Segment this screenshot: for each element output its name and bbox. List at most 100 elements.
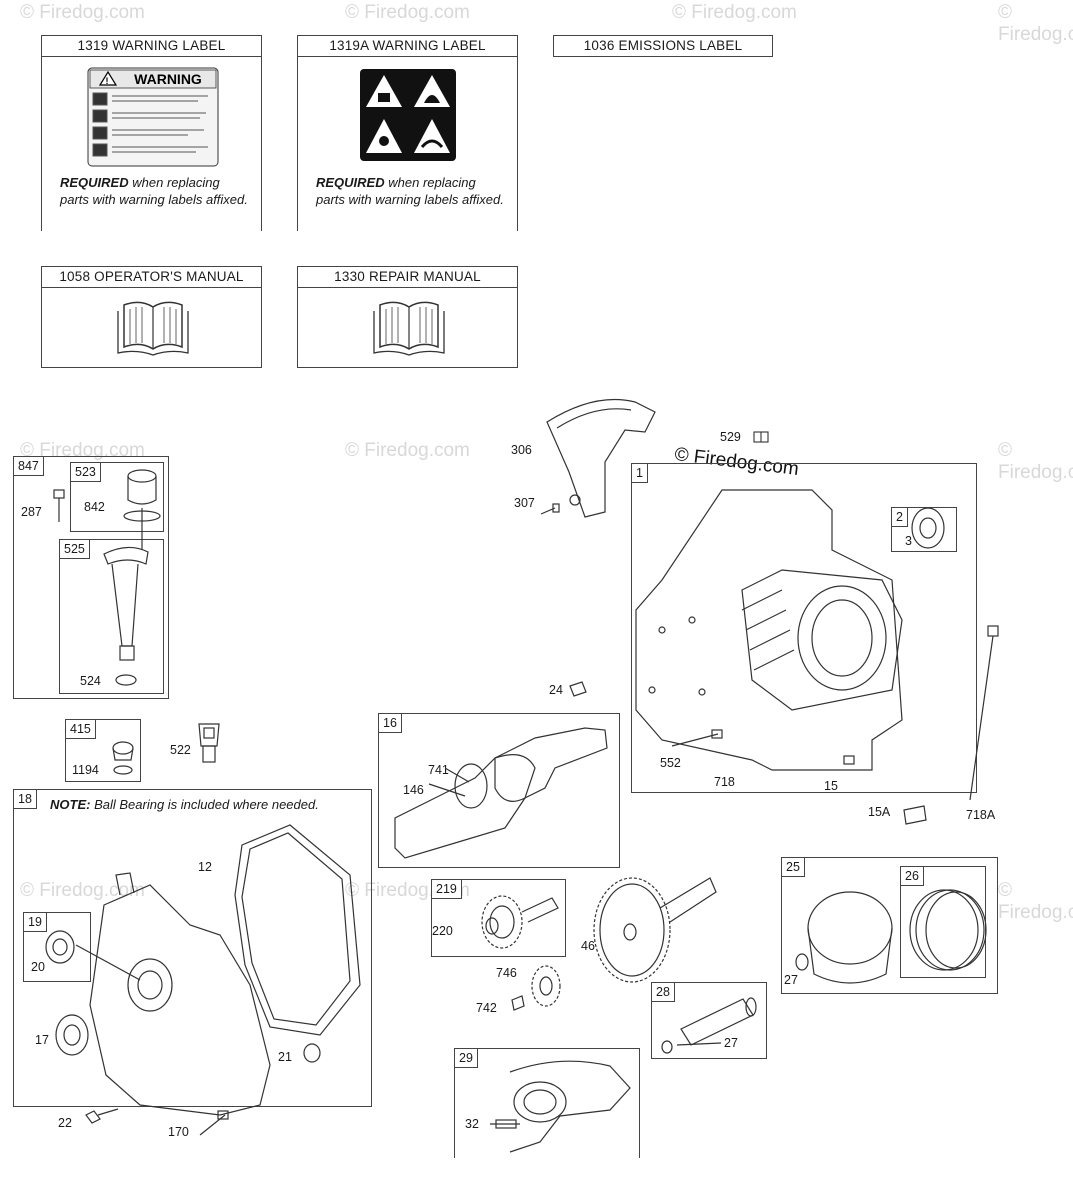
watermark: © Firedog.com [998, 880, 1073, 923]
part-306-label: 306 [511, 443, 532, 457]
part-718-label: 718 [714, 775, 735, 789]
warning-label-1319-note: REQUIRED when replacing parts with warni… [60, 174, 250, 208]
group-28-box [651, 982, 767, 1059]
piston-pin-illustration [661, 997, 757, 1054]
svg-text:!: ! [106, 76, 109, 86]
part-27-pin-label: 27 [724, 1036, 738, 1050]
watermark: © Firedog.com [998, 2, 1073, 45]
part-21-label: 21 [278, 1050, 292, 1064]
group-1-box [631, 463, 977, 793]
group-525-tag: 525 [59, 539, 90, 559]
part-146-label: 146 [403, 783, 424, 797]
warning-label-1319a-box: 1319A WARNING LABEL REQUIRED when replac… [297, 35, 518, 231]
engine-block-illustration [635, 489, 945, 771]
group-847-tag: 847 [13, 456, 44, 476]
group-219-box [431, 879, 566, 957]
connecting-rod-illustration [490, 1060, 631, 1153]
part-46-label: 46 [581, 939, 595, 953]
part-746-label: 746 [496, 966, 517, 980]
part-22-label: 22 [58, 1116, 72, 1130]
part-27-label: 27 [784, 973, 798, 987]
note-label: NOTE: [50, 797, 91, 812]
camshaft-illustration [511, 877, 717, 1011]
required-label: REQUIRED [316, 175, 385, 190]
group-523-tag: 523 [70, 462, 101, 482]
group-25-tag: 25 [781, 857, 805, 877]
watermark: © Firedog.com [20, 880, 145, 901]
group-29-tag: 29 [454, 1048, 478, 1068]
hazard-symbols-icon [360, 69, 456, 161]
part-32-label: 32 [465, 1117, 479, 1131]
part-15a-label: 15A [868, 805, 891, 819]
warning-label-1319-box: 1319 WARNING LABEL ! WARNING REQUIRED wh… [41, 35, 262, 231]
small-parts-illustration [569, 625, 999, 825]
part-522-label: 522 [170, 743, 191, 757]
part-12-label: 12 [198, 860, 212, 874]
part-524-label: 524 [80, 674, 101, 688]
book-icon [373, 301, 445, 356]
warning-sign-icon: ! WARNING [87, 67, 219, 167]
group-29-box [454, 1048, 640, 1158]
crankcase-cover-illustration [45, 824, 361, 1136]
operators-manual-1058-title: 1058 OPERATOR'S MANUAL [42, 267, 261, 288]
watermark: © Firedog.com [345, 440, 470, 461]
group-16-box [378, 713, 620, 868]
group-415-tag: 415 [65, 719, 96, 739]
book-icon [117, 301, 189, 356]
group-25-box [781, 857, 998, 994]
dipstick-tube-illustration [53, 469, 161, 686]
group-1-tag: 1 [631, 463, 648, 483]
part-529-label: 529 [720, 430, 741, 444]
bracket-illustration [540, 399, 656, 518]
piston-illustration [795, 889, 987, 984]
group-18-tag: 18 [13, 789, 37, 809]
part-742-label: 742 [476, 1001, 497, 1015]
part-842-label: 842 [84, 500, 105, 514]
group-28-tag: 28 [651, 982, 675, 1002]
crankshaft-illustration [394, 727, 608, 859]
group-19-box [23, 912, 91, 982]
watermark: © Firedog.com [20, 440, 145, 461]
watermark: © Firedog.com [998, 440, 1073, 483]
watermark: © Firedog.com [345, 2, 470, 23]
note-text: Ball Bearing is included where needed. [94, 797, 319, 812]
part-220-label: 220 [432, 924, 453, 938]
group-26-tag: 26 [900, 866, 924, 886]
group-525-box [59, 539, 164, 694]
watermark: © Firedog.com [672, 2, 797, 23]
emissions-label-1036-title: 1036 EMISSIONS LABEL [583, 38, 743, 53]
part-307-label: 307 [514, 496, 535, 510]
part-170-label: 170 [168, 1125, 189, 1139]
group-415-box [65, 719, 141, 782]
group-523-box [70, 462, 164, 532]
part-17-label: 17 [35, 1033, 49, 1047]
part-1194-label: 1194 [72, 763, 99, 777]
warning-label-1319a-note: REQUIRED when replacing parts with warni… [316, 174, 506, 208]
nut-529-illustration [753, 431, 769, 443]
operators-manual-1058-box: 1058 OPERATOR'S MANUAL [41, 266, 262, 368]
part-741-label: 741 [428, 763, 449, 777]
part-718a-label: 718A [966, 808, 996, 822]
group-219-tag: 219 [431, 879, 462, 899]
group-2-tag: 2 [891, 507, 908, 527]
group-18-box [13, 789, 372, 1107]
group-2-box [891, 507, 957, 552]
group-16-tag: 16 [378, 713, 402, 733]
warning-label-1319-title: 1319 WARNING LABEL [42, 36, 261, 57]
governor-gear-illustration [481, 895, 559, 949]
part-15-label: 15 [824, 779, 838, 793]
part-20-label: 20 [31, 960, 45, 974]
warning-sign-heading: WARNING [134, 71, 202, 87]
dipstick-cap-illustration [198, 723, 220, 763]
required-label: REQUIRED [60, 175, 129, 190]
required-description: when replacing parts with warning labels… [316, 175, 504, 207]
repair-manual-1330-title: 1330 REPAIR MANUAL [298, 267, 517, 288]
repair-manual-1330-box: 1330 REPAIR MANUAL [297, 266, 518, 368]
group-19-tag: 19 [23, 912, 47, 932]
plug-illustration [112, 741, 134, 775]
part-552-label: 552 [660, 756, 681, 770]
required-description: when replacing parts with warning labels… [60, 175, 248, 207]
group-847-box [13, 456, 169, 699]
warning-label-1319a-title: 1319A WARNING LABEL [298, 36, 517, 57]
watermark: © Firedog.com [20, 2, 145, 23]
